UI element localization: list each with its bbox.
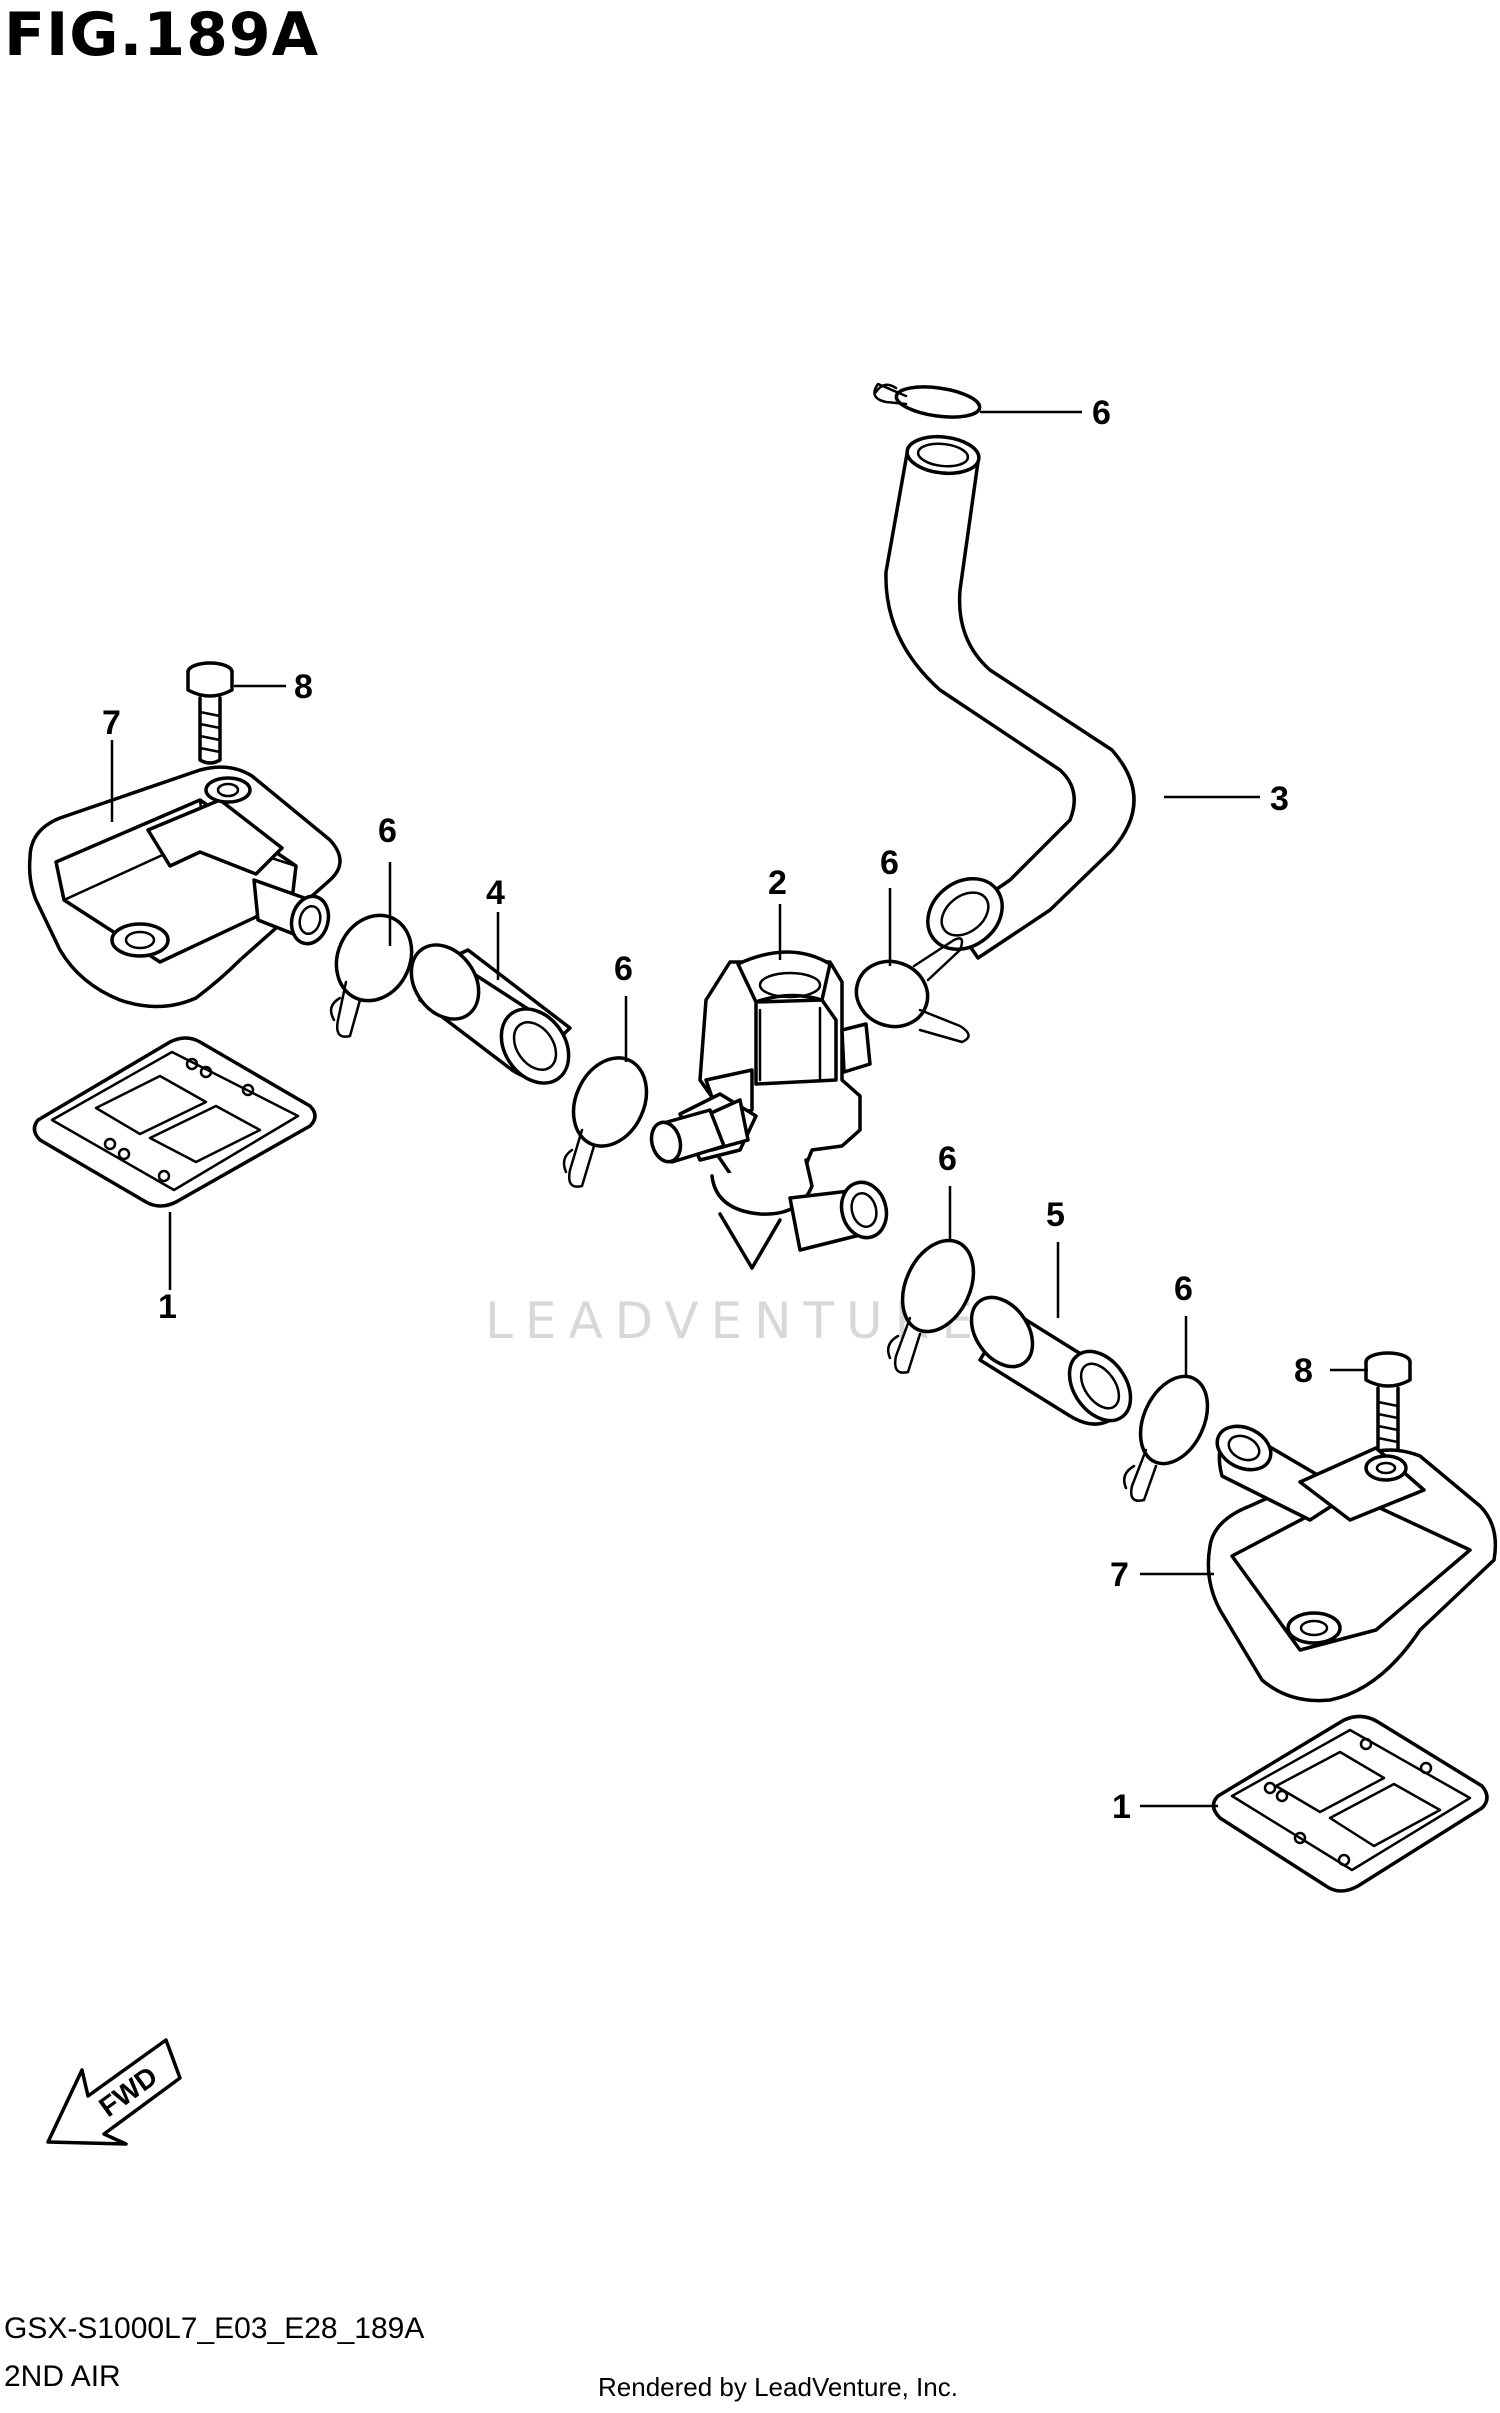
clamp-top[interactable] [873, 382, 982, 421]
diagram-code: GSX-S1000L7_E03_E28_189A [4, 2312, 425, 2345]
diagram-subtitle: 2ND AIR [4, 2360, 121, 2393]
callout-labels: 6 8 7 3 6 4 2 6 6 1 6 5 6 8 7 1 [102, 394, 1313, 1826]
clamp-e[interactable] [1123, 1366, 1220, 1502]
clamp-c[interactable] [847, 937, 970, 1044]
leader-lines [110, 410, 1368, 1808]
rendered-credit: Rendered by LeadVenture, Inc. [598, 2372, 958, 2402]
callout-1-right: 1 [1112, 1788, 1131, 1826]
callout-8-left: 8 [294, 668, 313, 706]
callout-6-e: 6 [1174, 1270, 1193, 1308]
callout-6-top: 6 [1092, 394, 1111, 432]
figure-title: FIG.189A [4, 0, 320, 70]
bolt-left[interactable] [186, 661, 234, 765]
callout-6-d: 6 [938, 1140, 957, 1178]
callout-6-c: 6 [614, 950, 633, 988]
air-valve-2[interactable] [647, 950, 892, 1270]
clamp-a[interactable] [323, 903, 425, 1038]
fwd-arrow-icon: FWD [46, 2038, 182, 2146]
callout-7-right: 7 [1110, 1556, 1129, 1594]
clamp-b[interactable] [560, 1046, 661, 1188]
callout-6-a: 6 [378, 812, 397, 850]
callout-8-right: 8 [1294, 1352, 1313, 1390]
callout-2: 2 [768, 864, 787, 902]
reed-cover-right[interactable] [1206, 1418, 1498, 1703]
callout-7-left: 7 [102, 704, 121, 742]
callout-4: 4 [486, 874, 505, 912]
hose-5[interactable] [959, 1286, 1143, 1432]
bolt-right[interactable] [1364, 1351, 1412, 1455]
clamp-d[interactable] [887, 1229, 987, 1374]
callout-5: 5 [1046, 1196, 1065, 1234]
reed-plate-left[interactable] [32, 1036, 317, 1208]
reed-cover-left[interactable] [27, 765, 342, 1009]
callout-1-left: 1 [158, 1288, 177, 1326]
callout-3: 3 [1270, 780, 1289, 818]
hose-3[interactable] [884, 433, 1136, 964]
hose-4[interactable] [397, 932, 582, 1096]
reed-plate-right[interactable] [1211, 1714, 1489, 1893]
callout-6-b: 6 [880, 844, 899, 882]
